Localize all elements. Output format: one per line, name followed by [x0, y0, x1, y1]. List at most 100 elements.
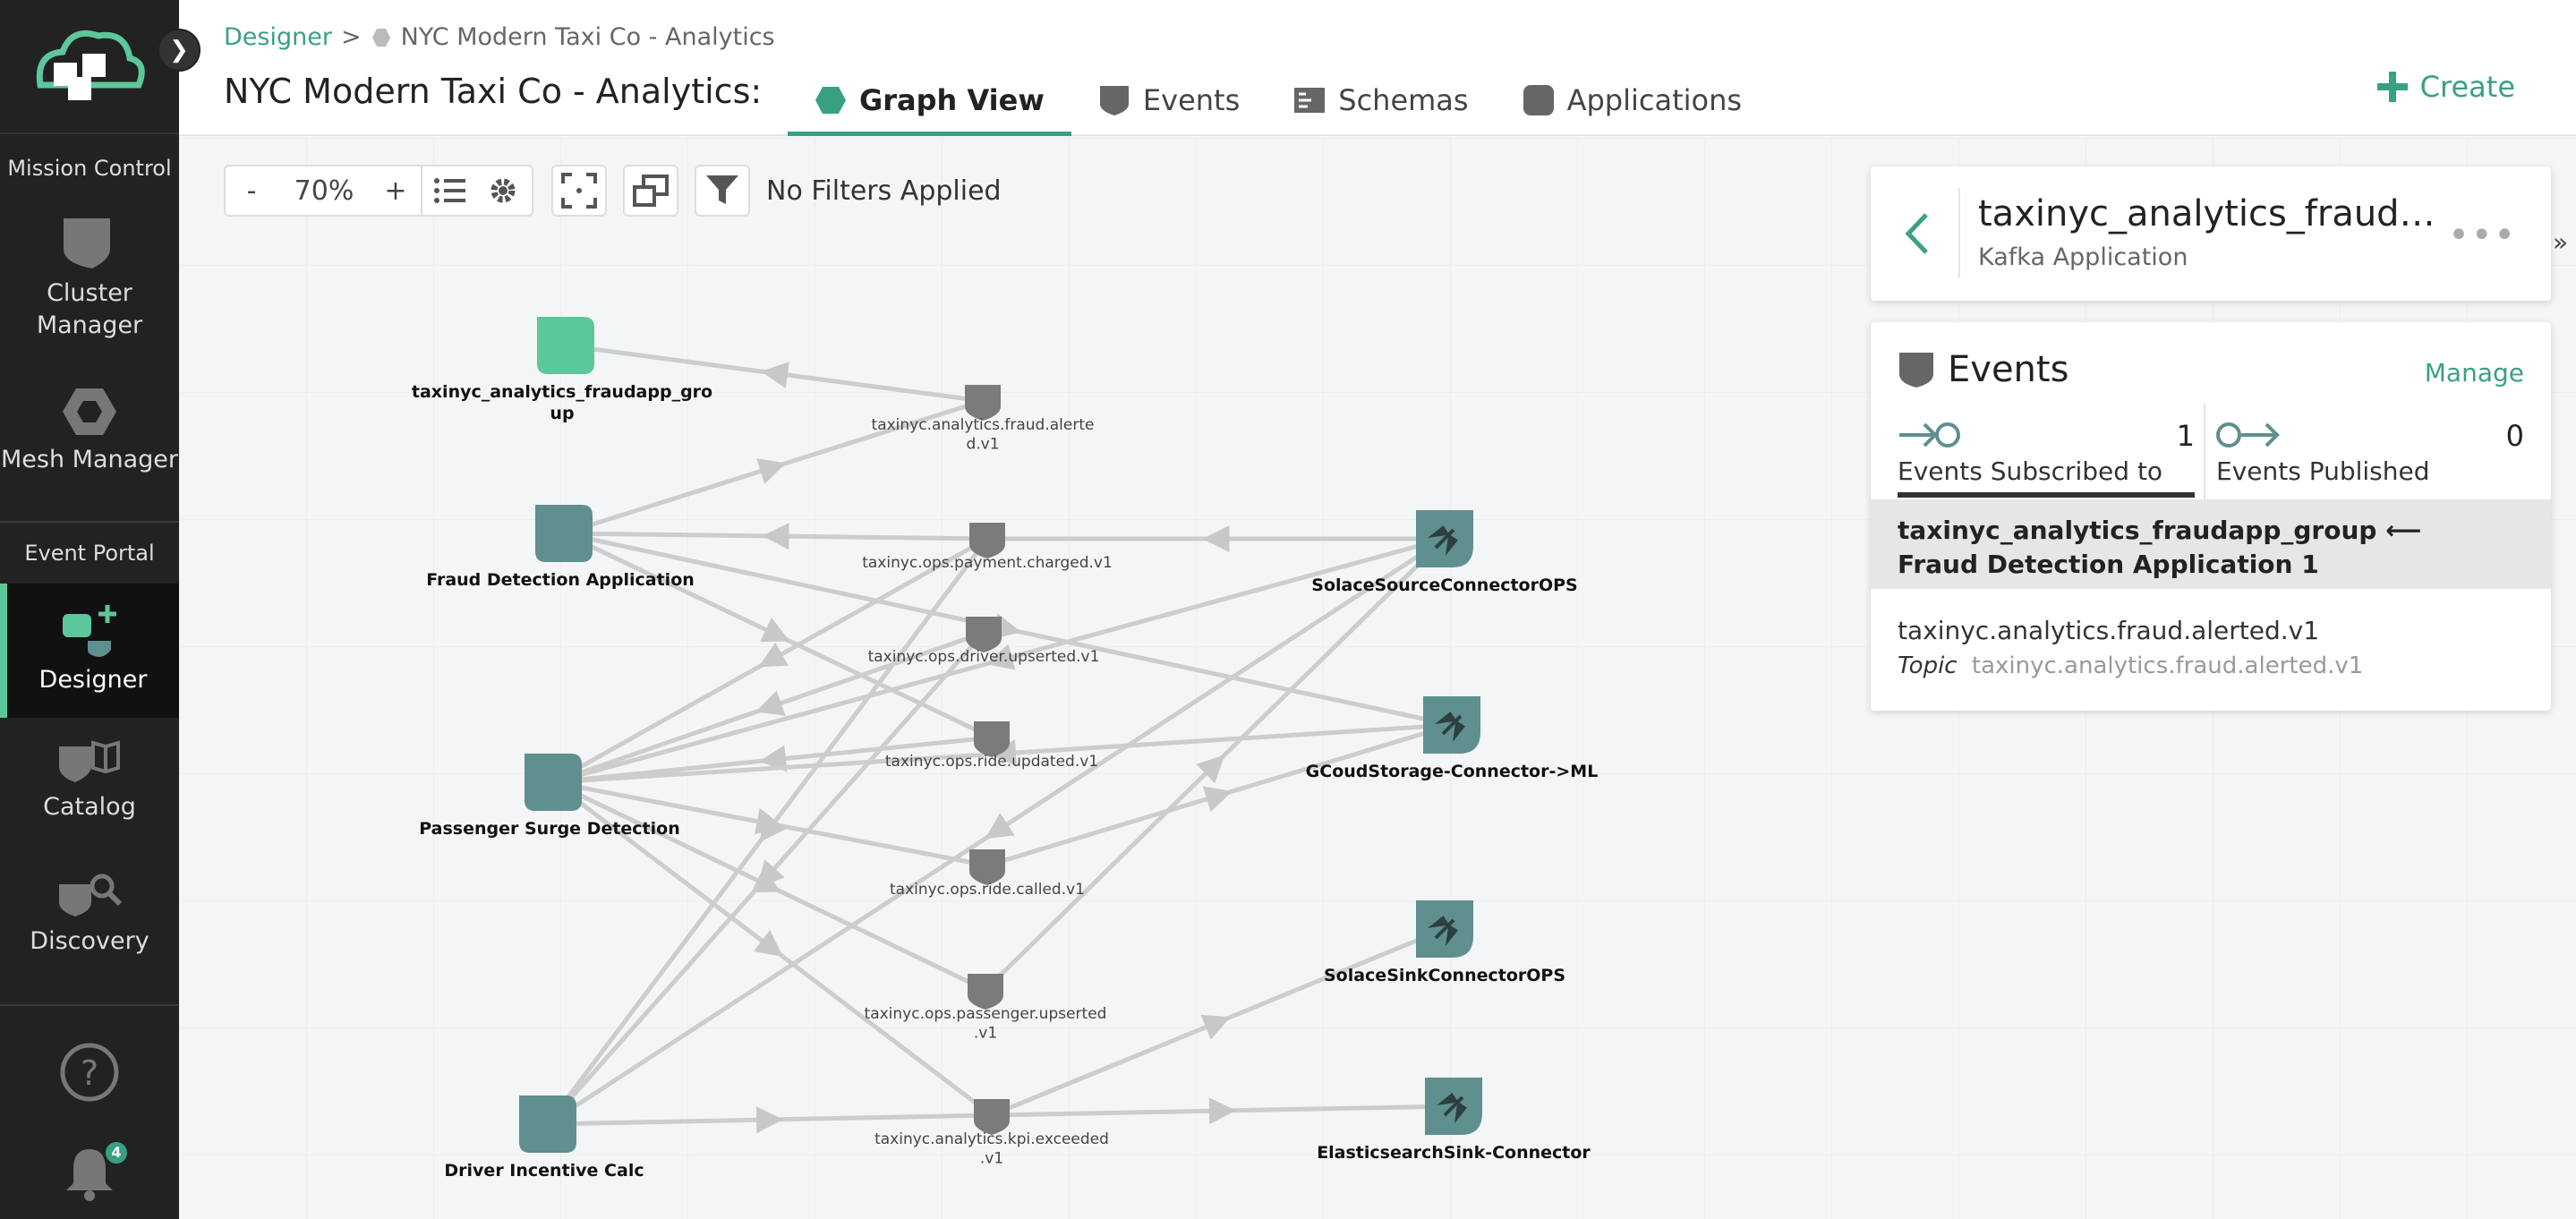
graph-edge	[546, 536, 1446, 1127]
layout-button[interactable]	[623, 165, 678, 217]
subscription-group-row[interactable]: taxinyc_analytics_fraudapp_group ⟵ Fraud…	[1871, 499, 2551, 589]
sidebar-item-label: Discovery	[30, 927, 149, 955]
mesh-manager-icon	[63, 388, 116, 435]
connector-label: SolaceSourceConnectorOPS	[1311, 575, 1577, 595]
graph-edge	[984, 537, 1446, 992]
notification-count-badge: 4	[106, 1142, 127, 1164]
designer-icon	[63, 605, 116, 657]
create-button[interactable]: Create	[2376, 70, 2515, 104]
event-node-e2[interactable]	[969, 523, 1005, 558]
settings-gear-icon[interactable]	[478, 166, 528, 215]
graph-edge	[552, 735, 993, 785]
event-label: taxinyc.ops.ride.updated.v1	[885, 753, 1098, 771]
list-view-icon[interactable]	[422, 166, 478, 215]
sidebar-item-label: Catalog	[43, 793, 136, 821]
sidebar-item-mesh-manager[interactable]: Mesh Manager	[0, 385, 179, 483]
header: Designer > NYC Modern Taxi Co - Analytic…	[179, 0, 2576, 136]
notifications-bell-icon[interactable]	[63, 1144, 116, 1206]
hexagon-icon	[815, 87, 846, 114]
sidebar-item-catalog[interactable]: Catalog	[0, 736, 179, 834]
application-node-a4[interactable]	[519, 1095, 576, 1153]
sidebar-divider	[0, 1004, 179, 1006]
chevron-left-icon	[1905, 213, 1928, 254]
tab-graph-view[interactable]: Graph View	[788, 64, 1071, 136]
connector-plug-icon	[1437, 1093, 1467, 1123]
graph-edge	[991, 1097, 1454, 1125]
tab-applications[interactable]: Applications	[1496, 64, 1769, 136]
collapse-sidebar-button[interactable]: ❯	[158, 29, 200, 72]
published-label: Events Published	[2216, 456, 2430, 486]
fit-to-screen-button[interactable]	[551, 165, 607, 217]
event-node-e4[interactable]	[974, 721, 1010, 757]
zoom-toolbar: - 70% +	[224, 165, 533, 217]
tab-schemas[interactable]: Schemas	[1267, 64, 1495, 136]
sidebar-item-cluster-manager[interactable]: Cluster Manager	[0, 215, 179, 349]
breadcrumb-designer-link[interactable]: Designer	[224, 23, 332, 51]
zoom-out-button[interactable]: -	[246, 175, 257, 207]
sidebar-item-designer[interactable]: Designer	[0, 584, 179, 718]
graph-edge	[547, 1106, 993, 1134]
sidebar: ❯ Mission Control Cluster Manager Mesh M…	[0, 0, 200, 1219]
manage-link[interactable]: Manage	[2424, 358, 2524, 388]
topic-label: Topic	[1898, 652, 1958, 679]
graph-edge	[546, 631, 985, 1126]
event-label: taxinyc.analytics.kpi.exceeded.v1	[874, 1130, 1109, 1167]
zoom-in-button[interactable]: +	[371, 166, 422, 215]
event-node-e7[interactable]	[974, 1099, 1010, 1135]
fit-screen-icon	[561, 173, 597, 209]
event-node-e1[interactable]	[965, 385, 1001, 421]
event-node-e5[interactable]	[969, 849, 1005, 885]
published-stat[interactable]: 0 Events Published	[2216, 408, 2524, 514]
application-label: Fraud Detection Application	[426, 570, 695, 590]
event-icon	[1899, 353, 1933, 388]
tab-events[interactable]: Events	[1071, 64, 1267, 136]
graph-edge	[552, 722, 1453, 785]
discovery-icon	[59, 874, 123, 916]
sidebar-item-label: Designer	[38, 666, 148, 694]
more-options-icon[interactable]: •••	[2448, 215, 2517, 256]
sidebar-item-discovery[interactable]: Discovery	[0, 870, 179, 968]
hexagon-icon	[371, 28, 390, 47]
help-icon[interactable]: ?	[59, 1042, 120, 1106]
graph-edge	[565, 343, 984, 404]
divider	[1958, 188, 1960, 277]
events-panel-header: Events	[1898, 349, 2068, 390]
expand-panel-icon[interactable]: »	[2553, 227, 2569, 257]
event-list-item[interactable]: taxinyc.analytics.fraud.alerted.v1 Topic…	[1898, 616, 2363, 679]
application-title: taxinyc_analytics_fraudapp_group	[1978, 193, 2452, 234]
windows-icon	[633, 175, 669, 207]
chevron-right-icon: ❯	[169, 37, 189, 64]
catalog-icon	[59, 740, 120, 782]
event-label: taxinyc.ops.passenger.upserted.v1	[865, 1005, 1107, 1042]
filter-button[interactable]	[695, 165, 750, 217]
connector-plug-icon	[1428, 525, 1458, 556]
subscribed-count: 1	[2176, 419, 2195, 453]
subscribed-stat[interactable]: 1 Events Subscribed to	[1898, 408, 2195, 514]
events-panel-title: Events	[1948, 349, 2069, 390]
application-type: Kafka Application	[1978, 243, 2188, 271]
event-label: taxinyc.ops.driver.upserted.v1	[868, 648, 1100, 666]
events-panel: Events Manage 1 Events Subscribed to 0 E…	[1871, 322, 2551, 711]
event-node-e6[interactable]	[968, 974, 1003, 1010]
cluster-manager-icon	[64, 218, 110, 269]
solace-logo[interactable]	[0, 0, 179, 134]
event-node-e3[interactable]	[966, 617, 1002, 652]
page-title: NYC Modern Taxi Co - Analytics:	[224, 72, 763, 111]
graph-edge	[551, 780, 994, 1117]
graph-edge	[563, 523, 988, 550]
application-node-a3[interactable]	[525, 754, 582, 811]
application-node-a1[interactable]	[537, 317, 594, 374]
graph-edge	[552, 536, 1446, 785]
back-button[interactable]	[1903, 211, 1930, 260]
application-label: Passenger Surge Detection	[419, 819, 680, 839]
zoom-level: 70%	[294, 175, 354, 207]
publish-arrow-icon	[2216, 422, 2280, 448]
graph-edge	[551, 536, 989, 785]
tab-label: Applications	[1566, 83, 1743, 117]
sidebar-item-label: Cluster	[47, 279, 132, 307]
application-node-a2[interactable]	[535, 505, 593, 562]
published-count: 0	[2505, 419, 2524, 453]
connector-plug-icon	[1435, 712, 1465, 742]
